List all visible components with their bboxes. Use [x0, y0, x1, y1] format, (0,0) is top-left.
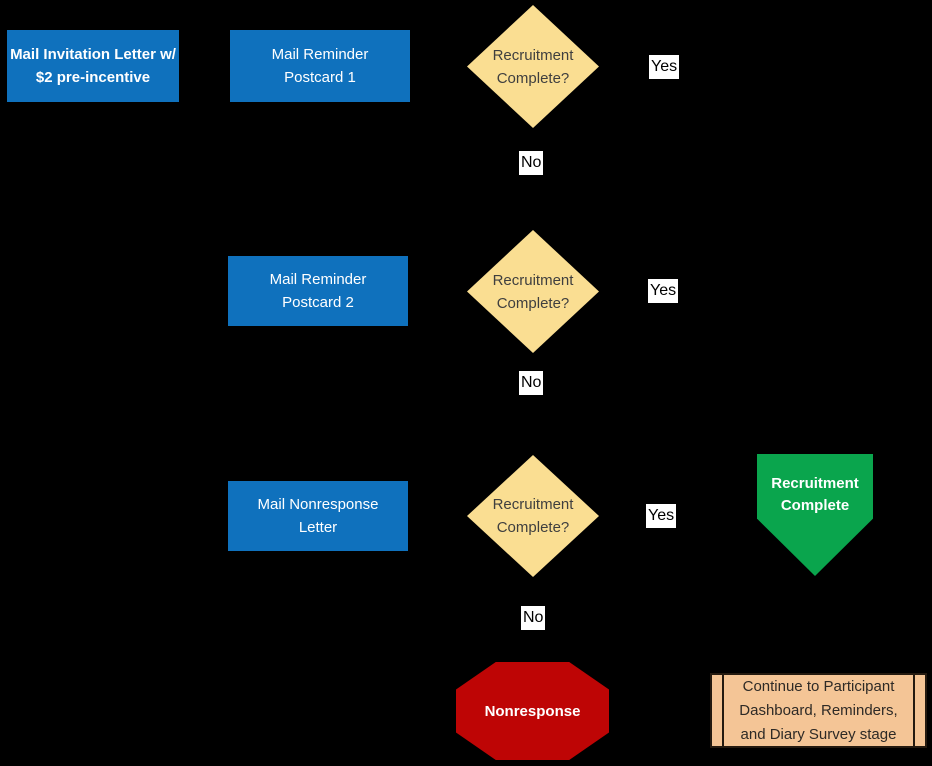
predefined-process-right-line	[913, 675, 915, 746]
edge-label-no-1: No	[519, 151, 544, 175]
edge-label-yes-3: Yes	[646, 504, 677, 528]
node-mail-nonresponse-letter: Mail Nonresponse Letter	[228, 481, 408, 551]
node-label: Recruitment Complete?	[492, 496, 574, 536]
node-nonresponse: Nonresponse	[456, 662, 609, 760]
node-decision-recruitment-complete-1: Recruitment Complete?	[467, 5, 599, 128]
edge-label-no-3: No	[521, 606, 546, 630]
node-label: Mail Reminder Postcard 2	[269, 271, 367, 311]
node-decision-recruitment-complete-3: Recruitment Complete?	[467, 455, 599, 577]
predefined-process-left-line	[722, 675, 724, 746]
node-mail-invitation-letter: Mail Invitation Letter w/ $2 pre-incenti…	[7, 30, 179, 102]
node-label: Continue to Participant Dashboard, Remin…	[739, 677, 898, 743]
edge-label-no-2: No	[519, 371, 544, 395]
node-label: Mail Reminder Postcard 1	[271, 46, 369, 86]
node-label: Mail Nonresponse Letter	[257, 496, 379, 536]
edge-label-yes-2: Yes	[648, 279, 679, 303]
node-continue-to-participant-dashboard: Continue to Participant Dashboard, Remin…	[710, 673, 927, 748]
node-label: Nonresponse	[484, 702, 581, 720]
node-label: Recruitment Complete	[771, 475, 859, 514]
node-mail-reminder-postcard-1: Mail Reminder Postcard 1	[230, 30, 410, 102]
node-label: Mail Invitation Letter w/ $2 pre-incenti…	[10, 46, 176, 86]
node-label: Recruitment Complete?	[492, 46, 574, 87]
edge-label-yes-1: Yes	[649, 55, 680, 79]
node-decision-recruitment-complete-2: Recruitment Complete?	[467, 230, 599, 353]
node-label: Recruitment Complete?	[492, 271, 574, 312]
node-mail-reminder-postcard-2: Mail Reminder Postcard 2	[228, 256, 408, 326]
node-recruitment-complete: Recruitment Complete	[757, 454, 873, 576]
